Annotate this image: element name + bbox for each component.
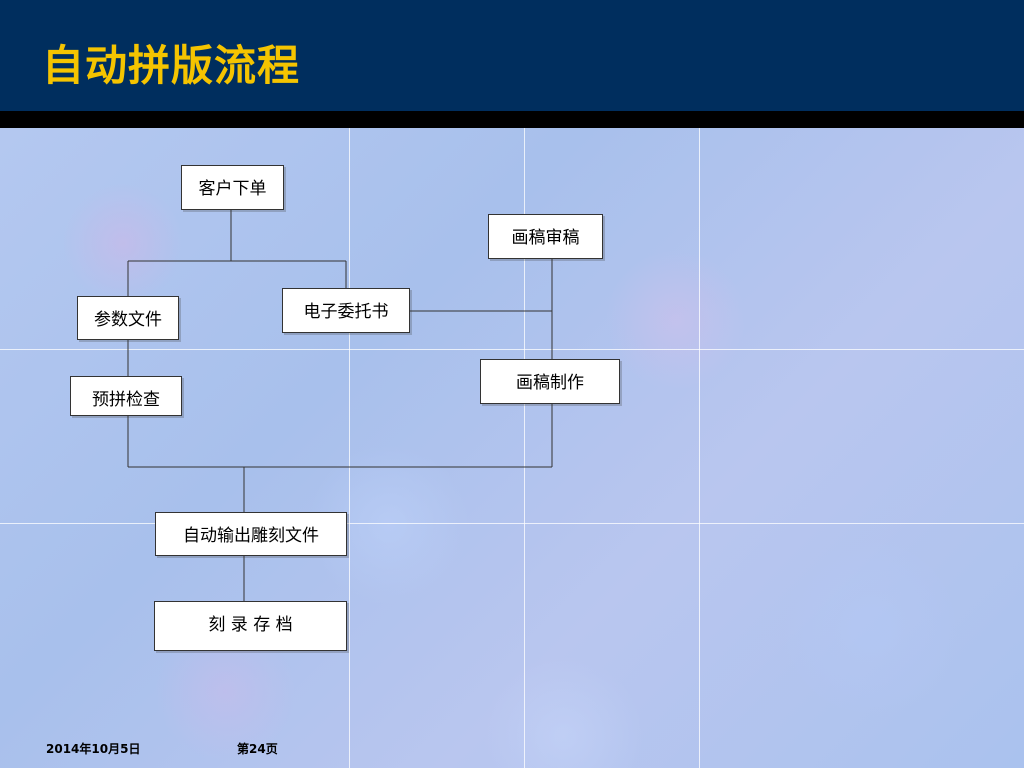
- slide-header: 自动拼版流程: [0, 0, 1024, 111]
- flow-node-auto-output-engrave-file: 自动输出雕刻文件: [155, 512, 347, 556]
- grid-line: [0, 523, 1024, 524]
- slide-title: 自动拼版流程: [42, 41, 301, 90]
- flow-node-e-commission: 电子委托书: [282, 288, 410, 333]
- grid-line: [0, 349, 1024, 350]
- footer-page-number: 第24页: [237, 742, 278, 756]
- header-divider-bar: [0, 111, 1024, 128]
- flow-node-burn-archive: 刻 录 存 档: [154, 601, 347, 651]
- footer-date: 2014年10月5日: [46, 742, 141, 756]
- flow-node-parameter-file: 参数文件: [77, 296, 179, 340]
- flow-node-customer-order: 客户下单: [181, 165, 284, 210]
- flow-node-artwork-production: 画稿制作: [480, 359, 620, 404]
- flow-node-preimposition-check: 预拼检查: [70, 376, 182, 416]
- grid-line: [699, 128, 700, 768]
- grid-line: [349, 128, 350, 768]
- flow-node-artwork-review: 画稿审稿: [488, 214, 603, 259]
- grid-line: [524, 128, 525, 768]
